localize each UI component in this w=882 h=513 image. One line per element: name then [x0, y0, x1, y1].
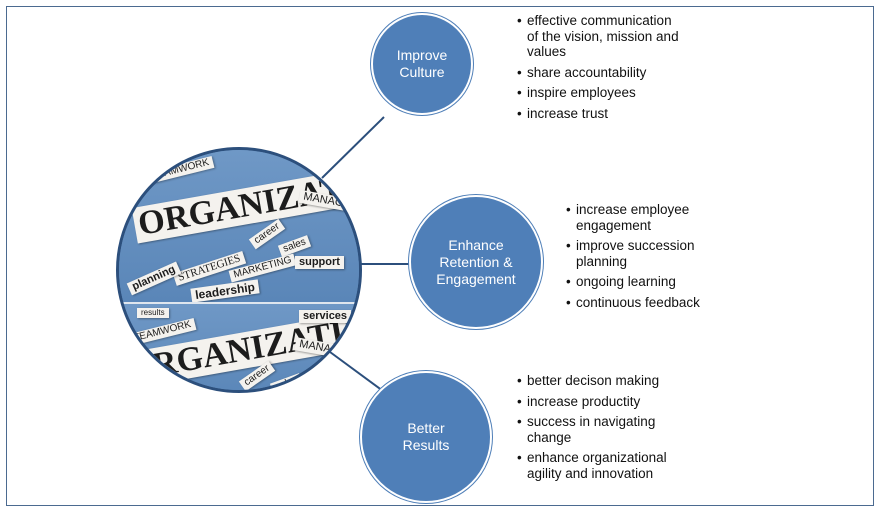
- organization-word-collage-image: TEAMWORK ORGANIZATI career sales MANAGEM…: [116, 147, 362, 393]
- bullet-item: enhance organizational agility and innov…: [517, 450, 747, 481]
- bullet-item: continuous feedback: [566, 295, 786, 311]
- bullet-item: improve succession planning: [566, 238, 786, 269]
- bullet-item: increase productity: [517, 394, 747, 410]
- bullet-item: ongoing learning: [566, 274, 786, 290]
- bullet-item: effective communication of the vision, m…: [517, 13, 757, 60]
- bullet-item: share accountability: [517, 65, 757, 81]
- collage-word: sales: [277, 234, 312, 258]
- collage-word: planning: [126, 261, 182, 296]
- better-results-bullet-list: better decison making increase productit…: [517, 373, 747, 486]
- node-enhance-retention-engagement: Enhance Retention & Engagement: [409, 195, 543, 329]
- collage-word: sales: [269, 372, 304, 390]
- collage-word: results: [137, 308, 169, 318]
- collage-word: leadership: [190, 279, 260, 302]
- bullet-item: inspire employees: [517, 85, 757, 101]
- bullet-item: success in navigating change: [517, 414, 747, 445]
- bullet-item: better decison making: [517, 373, 747, 389]
- node-improve-culture: Improve Culture: [371, 13, 473, 115]
- collage-top-half: TEAMWORK ORGANIZATI career sales MANAGEM…: [119, 150, 359, 302]
- enhance-retention-bullet-list: increase employee engagement improve suc…: [566, 202, 786, 315]
- improve-culture-bullet-list: effective communication of the vision, m…: [517, 13, 757, 126]
- collage-word: support: [295, 256, 344, 269]
- collage-word: services: [299, 310, 352, 323]
- collage-word: TEAMWORK: [146, 156, 215, 184]
- node-better-results: Better Results: [360, 371, 492, 503]
- bullet-item: increase trust: [517, 106, 757, 122]
- collage-bottom-half: results TEAMWORK ORGANIZATI services car…: [119, 302, 359, 390]
- bullet-item: increase employee engagement: [566, 202, 786, 233]
